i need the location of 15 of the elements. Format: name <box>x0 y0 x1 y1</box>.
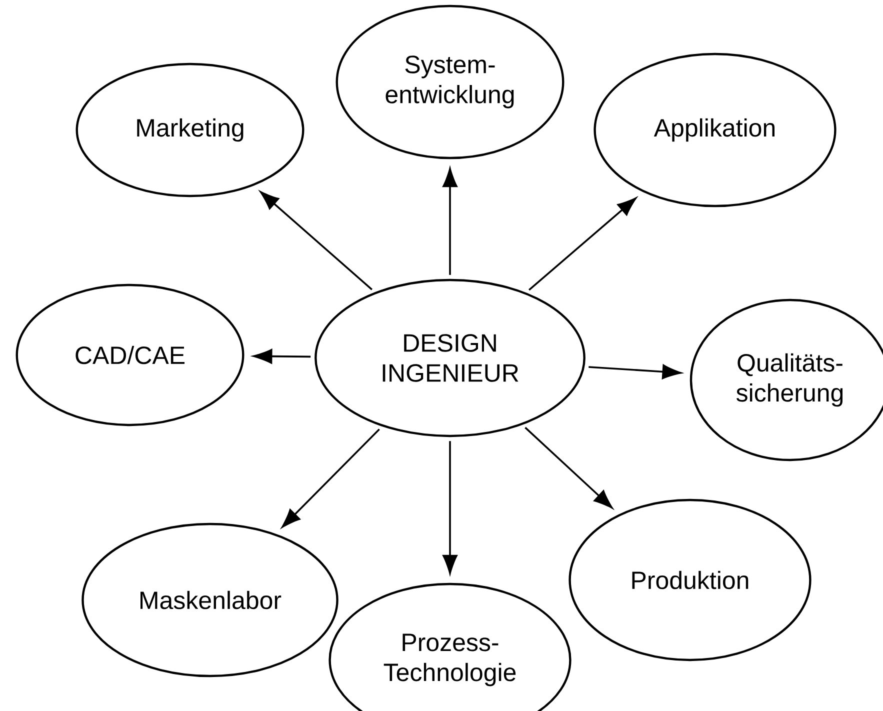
ellipse-node: Maskenlabor <box>82 522 338 678</box>
ellipse-node: Applikation <box>594 52 836 208</box>
arrow <box>282 428 380 528</box>
arrow <box>588 364 682 380</box>
arrow <box>528 198 636 291</box>
ellipse-node: Produktion <box>568 498 812 662</box>
arrow <box>524 426 613 508</box>
ellipse-node: CAD/CAE <box>16 284 244 426</box>
arrow <box>260 191 373 290</box>
ellipse-node: Marketing <box>76 62 304 198</box>
arrow <box>442 168 458 275</box>
ellipse-node: DESIGN INGENIEUR <box>314 278 586 438</box>
ellipse-node: System- entwicklung <box>336 4 564 160</box>
arrow <box>442 441 458 574</box>
arrow <box>253 348 311 364</box>
